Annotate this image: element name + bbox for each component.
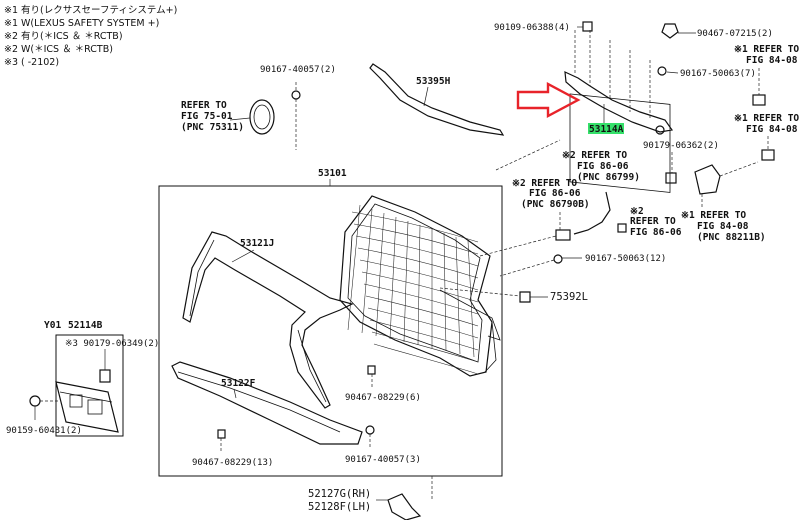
mesh-line	[389, 216, 397, 340]
ref-84c-line1: ※1 REFER TO	[681, 210, 746, 221]
note-3: ※2 有り(＊ICS ＆ ＊RCTB)	[4, 30, 123, 42]
label-53101: 53101	[318, 168, 347, 179]
label-y01: Y01	[44, 320, 61, 331]
label-90467-07215: 90467-07215(2)	[697, 29, 773, 39]
mesh-line	[375, 212, 385, 337]
part-53122f-molding	[171, 361, 363, 445]
part-53114a-bracket	[564, 30, 674, 193]
ref-84b-line1: ※1 REFER TO	[734, 113, 799, 124]
mesh-line	[359, 259, 479, 291]
ref-86a-line1: ※2 REFER TO	[562, 150, 627, 161]
label-90467-08229-6: 90467-08229(6)	[345, 393, 421, 403]
mesh-line	[361, 271, 479, 303]
label-53114a: 53114A	[589, 124, 624, 135]
screw-50063-12	[499, 254, 582, 277]
part-53121j-frame	[182, 231, 354, 409]
screw-06388	[582, 21, 593, 32]
ref-75-line3: (PNC 75311)	[181, 122, 244, 133]
mesh-line	[455, 236, 461, 355]
mesh-line	[369, 319, 479, 351]
note-2: ※1 W(LEXUS SAFETY SYSTEM +)	[4, 18, 159, 29]
note-1: ※1 有り(レクサスセーフティシステム+)	[4, 4, 177, 16]
ref-86a-line3: (PNC 86799)	[577, 172, 640, 183]
label-53121j: 53121J	[240, 238, 274, 249]
ref-86b-line3: (PNC 86790B)	[521, 199, 590, 210]
mesh-line	[355, 235, 479, 267]
ref-84a-line2: FIG 84-08	[746, 55, 798, 66]
mesh-line	[351, 211, 479, 243]
mesh-line	[363, 283, 479, 315]
label-90179-06362: 90179-06362(2)	[643, 141, 719, 151]
label-52114b: 52114B	[68, 320, 103, 331]
ref-86c-line1: ※2	[630, 206, 644, 217]
highlight-arrow	[516, 82, 581, 118]
plate-bracket-box	[55, 334, 124, 437]
label-90159-60431: 90159-60431(2)	[6, 426, 82, 436]
ref-86c-line3: FIG 86-06	[630, 227, 682, 238]
label-90179-06349: ※3 90179-06349(2)	[65, 339, 159, 349]
label-53395h: 53395H	[416, 76, 451, 87]
ref-84c-line2: FIG 84-08	[697, 221, 749, 232]
mesh-line	[361, 208, 373, 334]
ref-86b-line2: FIG 86-06	[529, 188, 581, 199]
clip-08229-6	[367, 365, 376, 388]
note-5: ※3 ( -2102)	[4, 57, 59, 68]
clip-08229-13	[217, 429, 226, 452]
ref-84c-line3: (PNC 88211B)	[697, 232, 766, 243]
mesh-line	[371, 331, 479, 363]
label-90167-50063-7: 90167-50063(7)	[680, 69, 756, 79]
mesh-line	[357, 247, 479, 279]
screw-06362	[665, 172, 677, 184]
screw-40057-2	[291, 82, 301, 150]
mesh-line	[443, 232, 447, 352]
notes-block: ※1 有り(レクサスセーフティシステム+) ※1 W(LEXUS SAFETY …	[4, 4, 177, 68]
mesh-line	[417, 224, 421, 346]
part-52114b-plate-bracket	[55, 381, 119, 433]
ref-86b-line1: ※2 REFER TO	[512, 178, 577, 189]
ref-86c-line2: REFER TO	[630, 216, 676, 227]
clip-75392l	[519, 291, 548, 303]
label-53122f: 53122F	[221, 378, 256, 389]
mesh-line	[373, 343, 479, 375]
mesh-line	[467, 240, 475, 358]
sensor-84a	[752, 68, 766, 106]
label-52127g: 52127G(RH)	[308, 488, 371, 500]
screw-40057-3	[365, 425, 375, 448]
sensor-84b	[761, 136, 775, 161]
label-90167-40057-3: 90167-40057(3)	[345, 455, 421, 465]
ref-86a-line2: FIG 86-06	[577, 161, 629, 172]
ref-84a-line1: ※1 REFER TO	[734, 44, 799, 55]
ref-84b-line2: FIG 84-08	[746, 124, 798, 135]
label-52128f: 52128F(LH)	[308, 501, 371, 513]
ref-75-line2: FIG 75-01	[181, 111, 233, 122]
screw-50063-7	[657, 66, 667, 76]
sensor-harness	[555, 191, 627, 241]
label-90467-08229-13: 90467-08229(13)	[192, 458, 273, 468]
sensor-bracket-88211b	[694, 161, 759, 208]
part-53395h-molding	[369, 63, 505, 136]
clip-07215	[661, 23, 679, 39]
label-53114a-highlight	[588, 123, 624, 134]
label-75392l: 75392L	[550, 291, 588, 303]
mesh-line	[403, 220, 409, 343]
mesh-line	[353, 223, 479, 255]
screw-60431	[29, 395, 60, 420]
label-90167-40057-2: 90167-40057(2)	[260, 65, 336, 75]
label-90109-06388: 90109-06388(4)	[494, 23, 570, 33]
note-4: ※2 W(＊ICS ＆ ＊RCTB)	[4, 44, 113, 55]
ref-75-line1: REFER TO	[181, 100, 227, 111]
mesh-line	[365, 295, 479, 327]
label-90167-50063-12: 90167-50063(12)	[585, 254, 666, 264]
mesh-line	[367, 307, 479, 339]
emblem-ring	[249, 99, 275, 135]
clip-06349	[99, 369, 111, 383]
part-52127g-garnish	[376, 493, 422, 520]
grille-assembly-box	[158, 185, 503, 477]
grille-mesh	[339, 195, 501, 377]
mesh-line	[347, 204, 361, 331]
